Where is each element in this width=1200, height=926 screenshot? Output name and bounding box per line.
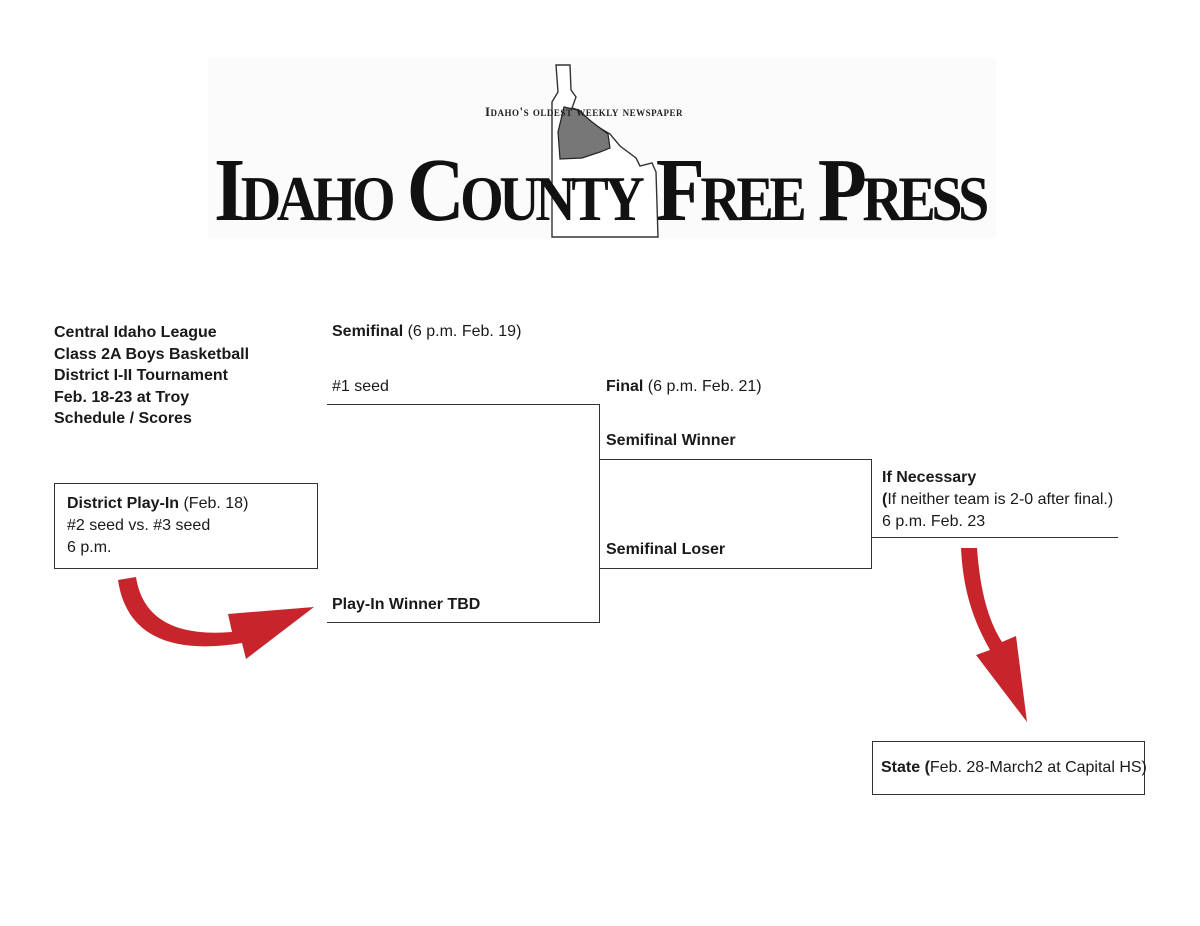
state-box: State (Feb. 28-March2 at Capital HS) [872,741,1147,795]
semifinal-detail: (6 p.m. Feb. 19) [403,323,522,340]
semifinal-heading: Semifinal (6 p.m. Feb. 19) [332,321,521,343]
final-heading: Final (6 p.m. Feb. 21) [606,376,762,398]
playin-arrow-icon [118,577,314,659]
semifinal-bottom-slot: Play-In Winner TBD [332,596,481,613]
header-line-dates: Feb. 18-23 at Troy [54,388,190,406]
semifinal-title: Semifinal [332,323,404,340]
if-necessary-title: If Necessary [882,469,977,486]
playin-matchup: #2 seed vs. #3 seed [67,517,211,534]
newspaper-name: Idaho County Free Press [214,141,989,240]
playin-date: (Feb. 18) [179,495,249,512]
idaho-county-shape [557,106,611,160]
state-detail: Feb. 28-March2 at Capital HS) [929,759,1147,776]
bracket-line-top-seed [327,404,600,405]
if-necessary-paren: ( [882,491,888,508]
playin-box: District Play-In (Feb. 18) #2 seed vs. #… [54,483,318,569]
final-top-slot: Semifinal Winner [606,432,736,449]
idaho-state-outline [551,64,659,238]
final-detail: (6 p.m. Feb. 21) [643,378,762,395]
bracket-line-semifinal-winner [599,459,872,460]
tournament-header: Central Idaho League Class 2A Boys Baske… [54,322,249,430]
bracket-line-playin-winner [327,622,600,623]
state-title: State ( [881,759,930,776]
header-line-tournament: District I-II Tournament [54,367,228,385]
header-line-league: Central Idaho League [54,324,217,341]
if-necessary-block: If Necessary (If neither team is 2-0 aft… [882,467,1113,533]
masthead-tagline: Idaho's oldest weekly newspaper [485,104,683,119]
if-necessary-note: If neither team is 2-0 after final.) [887,491,1114,508]
idaho-map-icon [551,64,659,238]
playin-time: 6 p.m. [67,539,112,556]
bracket-connector-final [871,459,872,569]
final-bottom-slot: Semifinal Loser [606,541,726,558]
semifinal-top-slot: #1 seed [332,378,389,395]
bracket-line-if-necessary [872,537,1118,538]
bracket-line-semifinal-loser [599,568,872,569]
header-line-schedule: Schedule / Scores [54,410,192,428]
playin-title: District Play-In [67,495,180,512]
final-title: Final [606,378,644,395]
bracket-connector-semifinal [599,404,600,623]
state-arrow-icon [961,548,1027,722]
if-necessary-time: 6 p.m. Feb. 23 [882,513,986,530]
header-line-class: Class 2A Boys Basketball [54,345,250,363]
